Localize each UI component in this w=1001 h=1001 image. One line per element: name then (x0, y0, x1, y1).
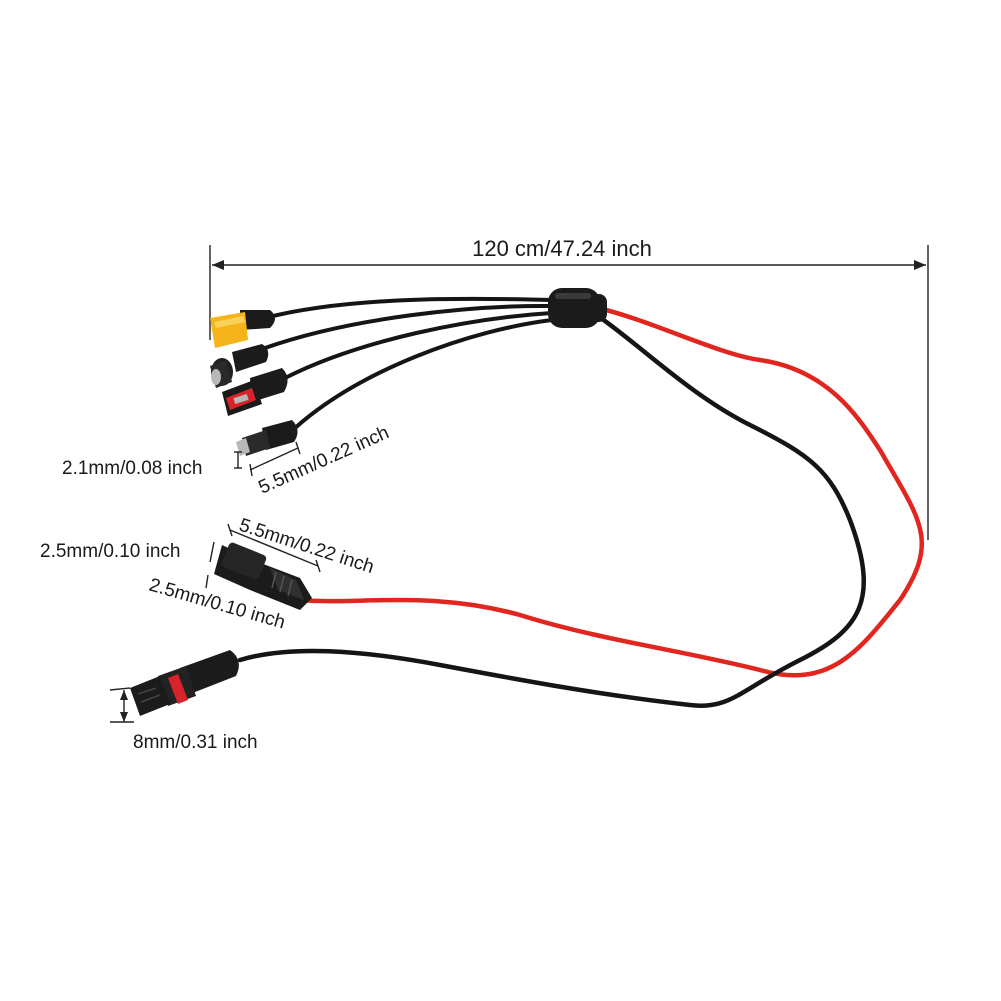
length-label: 120 cm/47.24 inch (472, 236, 652, 261)
dc-inner-label: 2.1mm/0.08 inch (62, 458, 202, 479)
dc5521-connector-icon (236, 420, 298, 456)
dc8mm-connector-icon (210, 344, 269, 388)
anderson-connector-icon (222, 368, 288, 416)
xt60-connector-icon (210, 310, 275, 348)
mc4-dimension-lines (109, 687, 134, 723)
aviation-dimension-lines (205, 523, 321, 589)
aviation-connector-icon (214, 542, 312, 610)
mc4-connector-icon (130, 650, 239, 716)
splitter-junction (548, 288, 607, 328)
black-main-wire (237, 313, 866, 708)
red-wire (297, 305, 924, 678)
dc-dimension-lines (234, 441, 301, 477)
mc4-label: 8mm/0.31 inch (133, 732, 258, 753)
length-dimension (209, 245, 929, 540)
aviation-left-label: 2.5mm/0.10 inch (40, 541, 180, 562)
splitter-wires (263, 296, 554, 430)
